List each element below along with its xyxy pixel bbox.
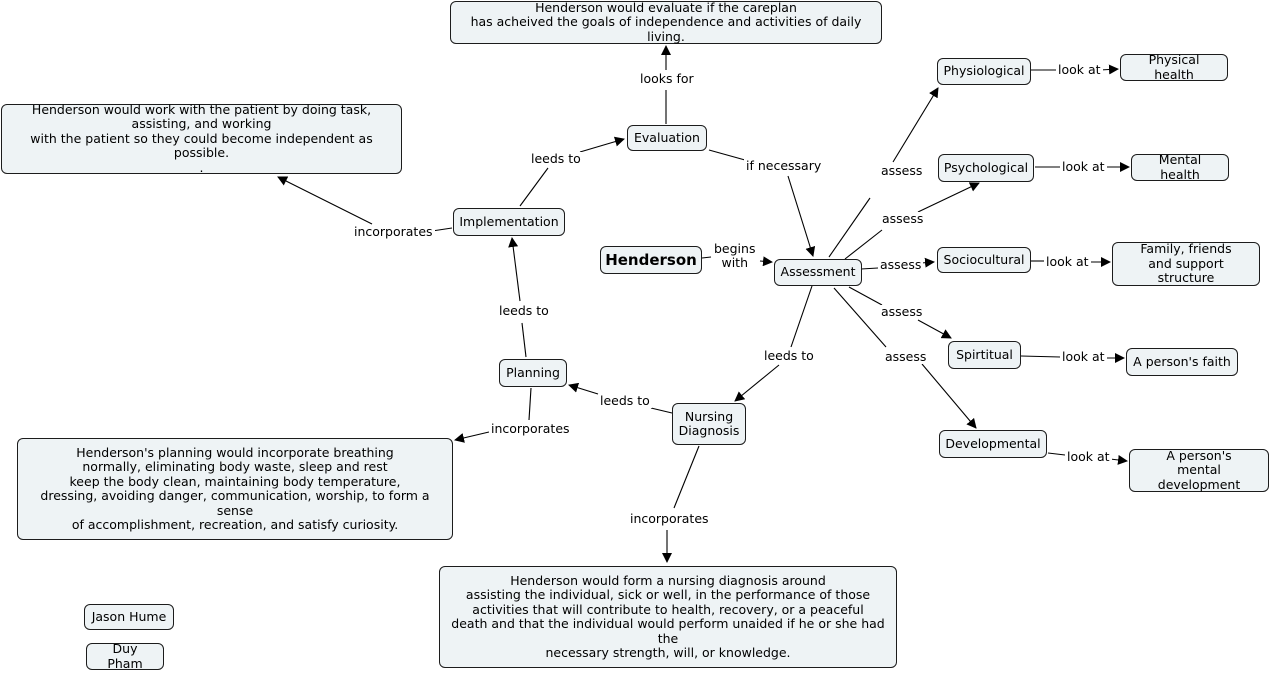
link-label-look-at: look at xyxy=(1065,449,1112,464)
link-label-look-at: look at xyxy=(1044,254,1091,269)
link-line xyxy=(528,387,532,421)
link-arrow xyxy=(917,182,980,213)
link-label-look-at: look at xyxy=(1060,159,1107,174)
link-label-incorporates: incorporates xyxy=(628,511,711,526)
link-arrow xyxy=(1099,64,1119,75)
link-arrow xyxy=(508,237,521,302)
planning-note[interactable]: Henderson's planning would incorporate b… xyxy=(17,438,453,540)
evaluation-node[interactable]: Evaluation xyxy=(627,125,707,151)
link-arrow xyxy=(734,364,780,402)
link-arrow xyxy=(277,176,373,225)
link-line xyxy=(860,267,879,270)
link-arrow xyxy=(917,319,952,339)
link-line xyxy=(828,197,871,258)
evaluation-note[interactable]: Henderson would evaluate if the careplan… xyxy=(450,0,882,44)
link-label-leeds-to: leeds to xyxy=(598,393,652,408)
link-line xyxy=(848,286,883,306)
link-line xyxy=(673,445,700,509)
link-label-assess: assess xyxy=(880,211,926,226)
link-arrow xyxy=(787,175,816,257)
link-label-leeds-to: leeds to xyxy=(529,151,583,166)
link-line xyxy=(1020,355,1061,358)
mental-health-node[interactable]: Mental health xyxy=(1131,152,1229,181)
link-label-assess: assess xyxy=(883,349,929,364)
link-label-begins-with: begins with xyxy=(712,241,758,270)
link-line xyxy=(519,167,549,207)
link-arrow xyxy=(759,256,773,267)
link-arrow xyxy=(568,382,599,395)
link-arrow xyxy=(1109,454,1128,465)
link-line xyxy=(431,227,453,232)
physiological-node[interactable]: Physiological xyxy=(937,58,1031,85)
link-line xyxy=(790,285,813,348)
diagnosis-note[interactable]: Henderson would form a nursing diagnosis… xyxy=(439,566,897,668)
sociocultural-node[interactable]: Sociocultural xyxy=(937,247,1031,273)
faith-node[interactable]: A person's faith xyxy=(1126,348,1238,376)
link-label-leeds-to: leeds to xyxy=(497,303,551,318)
link-label-assess: assess xyxy=(879,163,925,178)
henderson-node[interactable]: Henderson xyxy=(600,246,702,274)
link-label-looks-for: looks for xyxy=(638,71,696,86)
link-label-leeds-to: leeds to xyxy=(762,348,816,363)
mental-development-node[interactable]: A person's mental development xyxy=(1129,448,1269,492)
link-arrow xyxy=(579,136,625,153)
link-line xyxy=(521,322,527,358)
implementation-node[interactable]: Implementation xyxy=(453,208,565,236)
link-label-incorporates: incorporates xyxy=(352,224,435,239)
link-line xyxy=(701,256,712,259)
author-jason-hume[interactable]: Jason Hume xyxy=(84,604,174,630)
link-label-assess: assess xyxy=(878,257,924,272)
planning-node[interactable]: Planning xyxy=(499,359,567,387)
link-line xyxy=(844,229,883,260)
link-label-look-at: look at xyxy=(1056,62,1103,77)
link-label-look-at: look at xyxy=(1060,349,1107,364)
link-arrow xyxy=(921,363,977,429)
link-line xyxy=(650,407,673,414)
link-line xyxy=(833,287,887,348)
link-arrow xyxy=(892,87,939,163)
link-line xyxy=(1047,452,1066,456)
nursing-diagnosis-node[interactable]: Nursing Diagnosis xyxy=(672,403,746,445)
family-node[interactable]: Family, friends and support structure xyxy=(1112,242,1260,286)
assessment-node[interactable]: Assessment xyxy=(774,259,862,286)
spiritual-node[interactable]: Spirtitual xyxy=(948,341,1021,369)
link-label-assess: assess xyxy=(879,304,925,319)
author-duy-pham[interactable]: Duy Pham xyxy=(86,641,164,670)
psychological-node[interactable]: Psychological xyxy=(938,154,1034,182)
physical-health-node[interactable]: Physical health xyxy=(1120,52,1228,81)
link-label-if-necessary: if necessary xyxy=(744,158,824,173)
implementation-note[interactable]: Henderson would work with the patient by… xyxy=(1,102,402,175)
developmental-node[interactable]: Developmental xyxy=(939,430,1047,458)
link-line xyxy=(708,149,746,161)
link-arrow xyxy=(454,431,490,443)
link-label-incorporates: incorporates xyxy=(489,421,572,436)
